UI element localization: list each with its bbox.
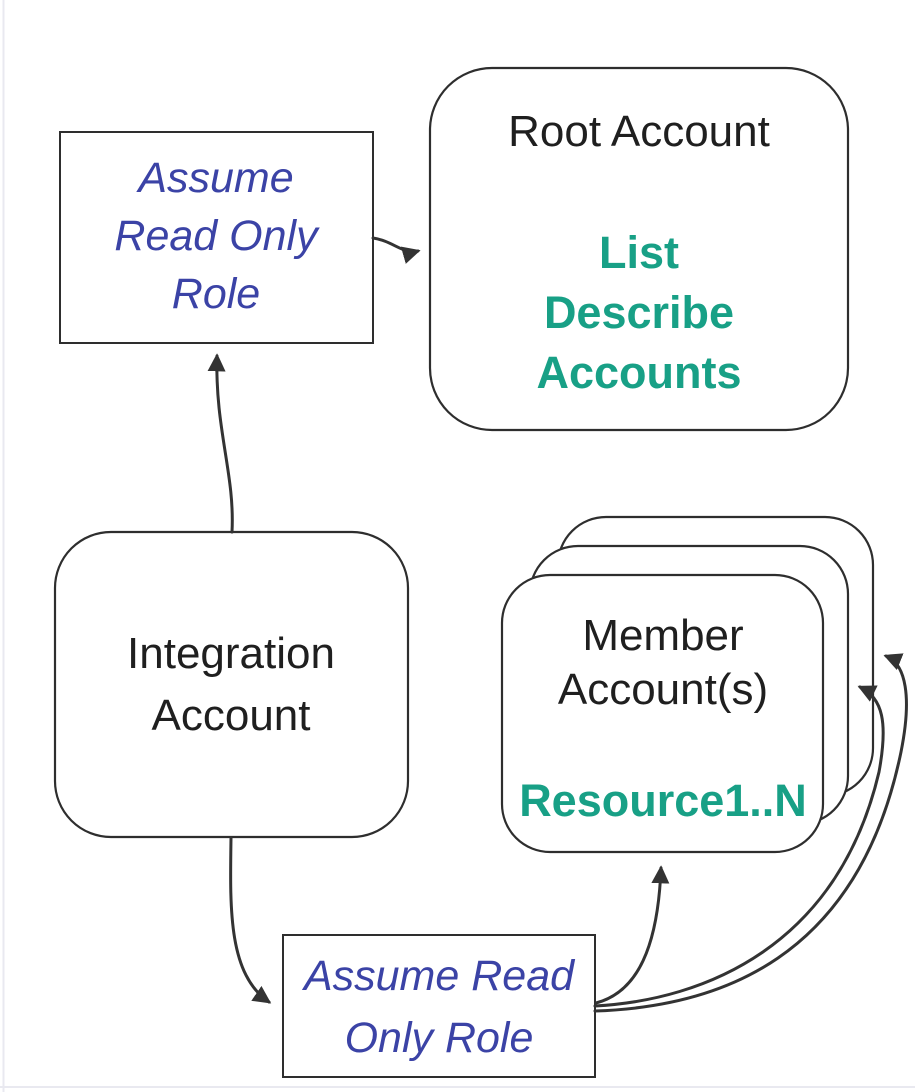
integration-account-label-line2: Account [152, 691, 311, 740]
edge-assume-bottom-to-member-front [594, 865, 670, 1005]
edge-integration-to-assume-bottom [229, 836, 272, 1004]
assume-role-top-line1: Assume [135, 154, 293, 202]
member-account-label-line2: Account(s) [558, 665, 768, 714]
member-accounts-stack: Member Account(s) Resource1..N [500, 515, 875, 854]
edge-assume-bottom-to-member-middle [593, 685, 885, 1008]
edge-assume-bottom-to-member-back [593, 653, 908, 1013]
assume-role-bottom-line2: Only Role [345, 1014, 534, 1062]
edge-assume-top-to-root [371, 236, 421, 264]
root-account-action-describe: Describe [544, 287, 734, 338]
root-account-node: Root Account List Describe Accounts [428, 66, 850, 432]
integration-account-node: Integration Account [53, 530, 410, 839]
root-account-action-accounts: Accounts [536, 347, 741, 398]
root-account-title: Root Account [508, 107, 770, 156]
integration-account-label-line1: Integration [127, 629, 335, 678]
member-account-resource-label: Resource1..N [519, 775, 807, 826]
root-account-shape [428, 66, 850, 432]
edge-integration-to-assume-top [207, 353, 234, 534]
assume-role-bottom-box: Assume Read Only Role [282, 934, 596, 1078]
member-account-front-card [500, 573, 825, 854]
integration-account-shape [53, 530, 410, 839]
root-account-action-list: List [599, 227, 679, 278]
assume-role-top-line2: Read Only [114, 212, 320, 260]
assume-role-top-box: Assume Read Only Role [59, 131, 374, 344]
assume-role-top-line3: Role [172, 270, 260, 318]
member-account-label-line1: Member [582, 611, 743, 660]
assume-role-bottom-line1: Assume Read [301, 952, 576, 1000]
